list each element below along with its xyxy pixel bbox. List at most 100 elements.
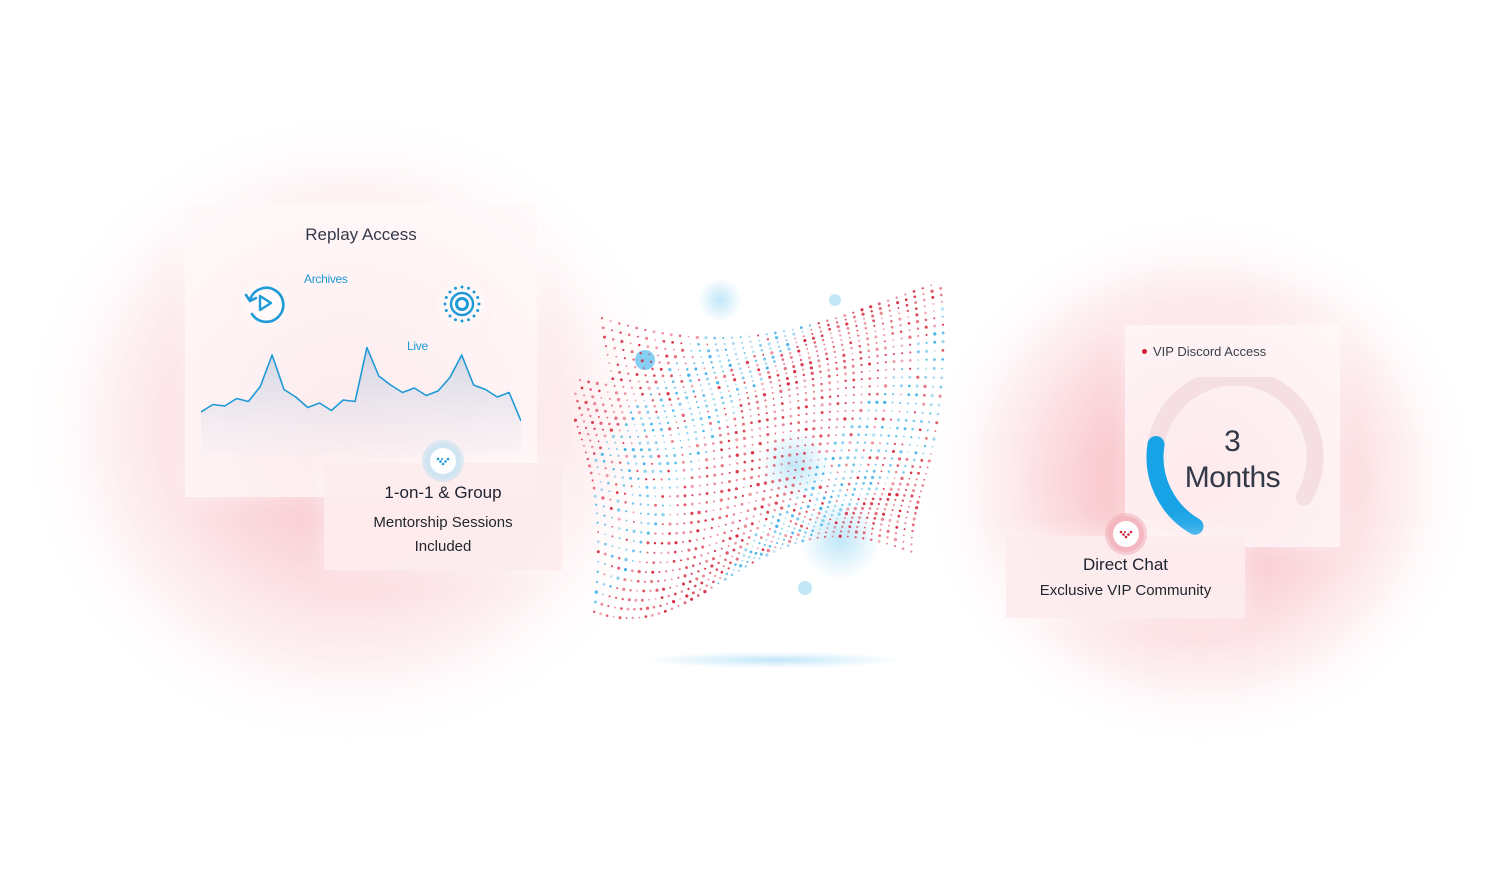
particle-dot	[681, 413, 685, 417]
particle-dot	[858, 345, 862, 348]
particle-dot	[735, 438, 739, 442]
particle-dot	[925, 333, 928, 336]
particle-dot	[905, 457, 909, 461]
particle-dot	[643, 580, 647, 583]
particle-dot	[746, 391, 748, 394]
particle-dot	[815, 350, 819, 353]
particle-dot	[843, 365, 847, 369]
particle-dot	[771, 480, 775, 484]
live-label: Live	[407, 339, 428, 353]
particle-dot	[683, 601, 687, 605]
particle-dot	[938, 394, 942, 398]
particle-dot	[760, 505, 764, 509]
particle-dot	[844, 379, 847, 382]
particle-dot	[719, 576, 722, 580]
particle-dot	[797, 406, 801, 410]
particle-dot	[886, 529, 890, 533]
particle-dot	[648, 353, 651, 356]
particle-dot	[647, 386, 651, 390]
particle-dot	[619, 378, 623, 382]
particle-dot	[714, 343, 717, 346]
particle-dot	[675, 522, 679, 526]
particle-dot	[633, 540, 635, 542]
particle-dot	[846, 507, 850, 511]
particle-dot	[710, 360, 713, 364]
particle-dot	[906, 309, 910, 313]
particle-dot	[618, 429, 621, 432]
particle-dot	[697, 406, 700, 409]
particle-dot	[761, 382, 764, 386]
mentorship-badge	[425, 443, 461, 479]
particle-dot	[830, 464, 833, 468]
particle-dot	[678, 568, 681, 571]
particle-dot	[659, 367, 663, 371]
particle-dot	[700, 554, 703, 557]
particle-dot	[665, 416, 668, 419]
particle-dot	[865, 521, 867, 524]
particle-dot	[737, 527, 740, 530]
particle-dot	[894, 545, 896, 547]
particle-dot	[800, 363, 804, 367]
particle-dot	[872, 522, 875, 525]
particle-dot	[827, 434, 830, 437]
particle-dot	[637, 435, 640, 438]
particle-dot	[849, 520, 853, 524]
particle-dot	[750, 345, 753, 348]
particle-dot	[683, 419, 686, 423]
particle-dot	[805, 343, 808, 346]
particle-dot	[899, 450, 903, 454]
particle-dot	[728, 536, 732, 541]
particle-dot	[631, 616, 635, 620]
particle-dot	[612, 615, 615, 618]
particle-dot	[796, 445, 799, 448]
particle-dot	[734, 496, 737, 499]
particle-dot	[878, 476, 882, 479]
particle-dot	[630, 386, 633, 389]
particle-dot	[834, 317, 838, 320]
particle-dot	[620, 607, 623, 610]
particle-dot	[831, 535, 834, 538]
particle-dot	[592, 452, 596, 455]
particle-dot	[832, 530, 835, 533]
particle-dot	[887, 492, 892, 496]
particle-dot	[860, 308, 864, 312]
particle-dot	[637, 477, 640, 480]
particle-sculpture-illustration	[573, 280, 945, 668]
particle-dot	[722, 565, 725, 568]
live-icon-wrap[interactable]	[431, 273, 493, 335]
particle-dot	[868, 377, 872, 380]
replay-icon-wrap[interactable]	[233, 273, 295, 335]
particle-dot	[904, 298, 908, 301]
particle-dot	[604, 345, 608, 348]
particle-dot	[610, 460, 614, 464]
particle-dot	[844, 493, 847, 497]
particle-dot	[664, 347, 667, 350]
particle-dot	[706, 343, 709, 346]
particle-dot	[602, 459, 606, 463]
particle-dot	[763, 357, 767, 361]
particle-dot	[765, 465, 769, 469]
particle-dot	[720, 456, 724, 459]
particle-dot	[817, 450, 821, 454]
particle-dot	[646, 441, 650, 445]
particle-dot	[900, 476, 904, 481]
particle-dot	[875, 456, 879, 460]
particle-dot	[779, 389, 783, 393]
particle-dot	[789, 408, 792, 410]
particle-dot	[625, 365, 628, 368]
particle-dot	[621, 597, 624, 601]
particle-dot	[595, 434, 598, 437]
particle-dot	[838, 456, 842, 460]
particle-dot	[603, 552, 607, 556]
particle-dot	[623, 492, 626, 495]
particle-dot	[826, 442, 830, 445]
particle-dot	[751, 435, 754, 439]
particle-dot	[740, 539, 744, 542]
particle-dot	[908, 343, 912, 346]
particle-dot	[857, 520, 860, 524]
particle-dot	[781, 499, 785, 503]
particle-dot	[881, 417, 885, 421]
particle-dot	[649, 360, 653, 363]
particle-dot	[694, 395, 697, 398]
particle-dot	[904, 464, 907, 468]
